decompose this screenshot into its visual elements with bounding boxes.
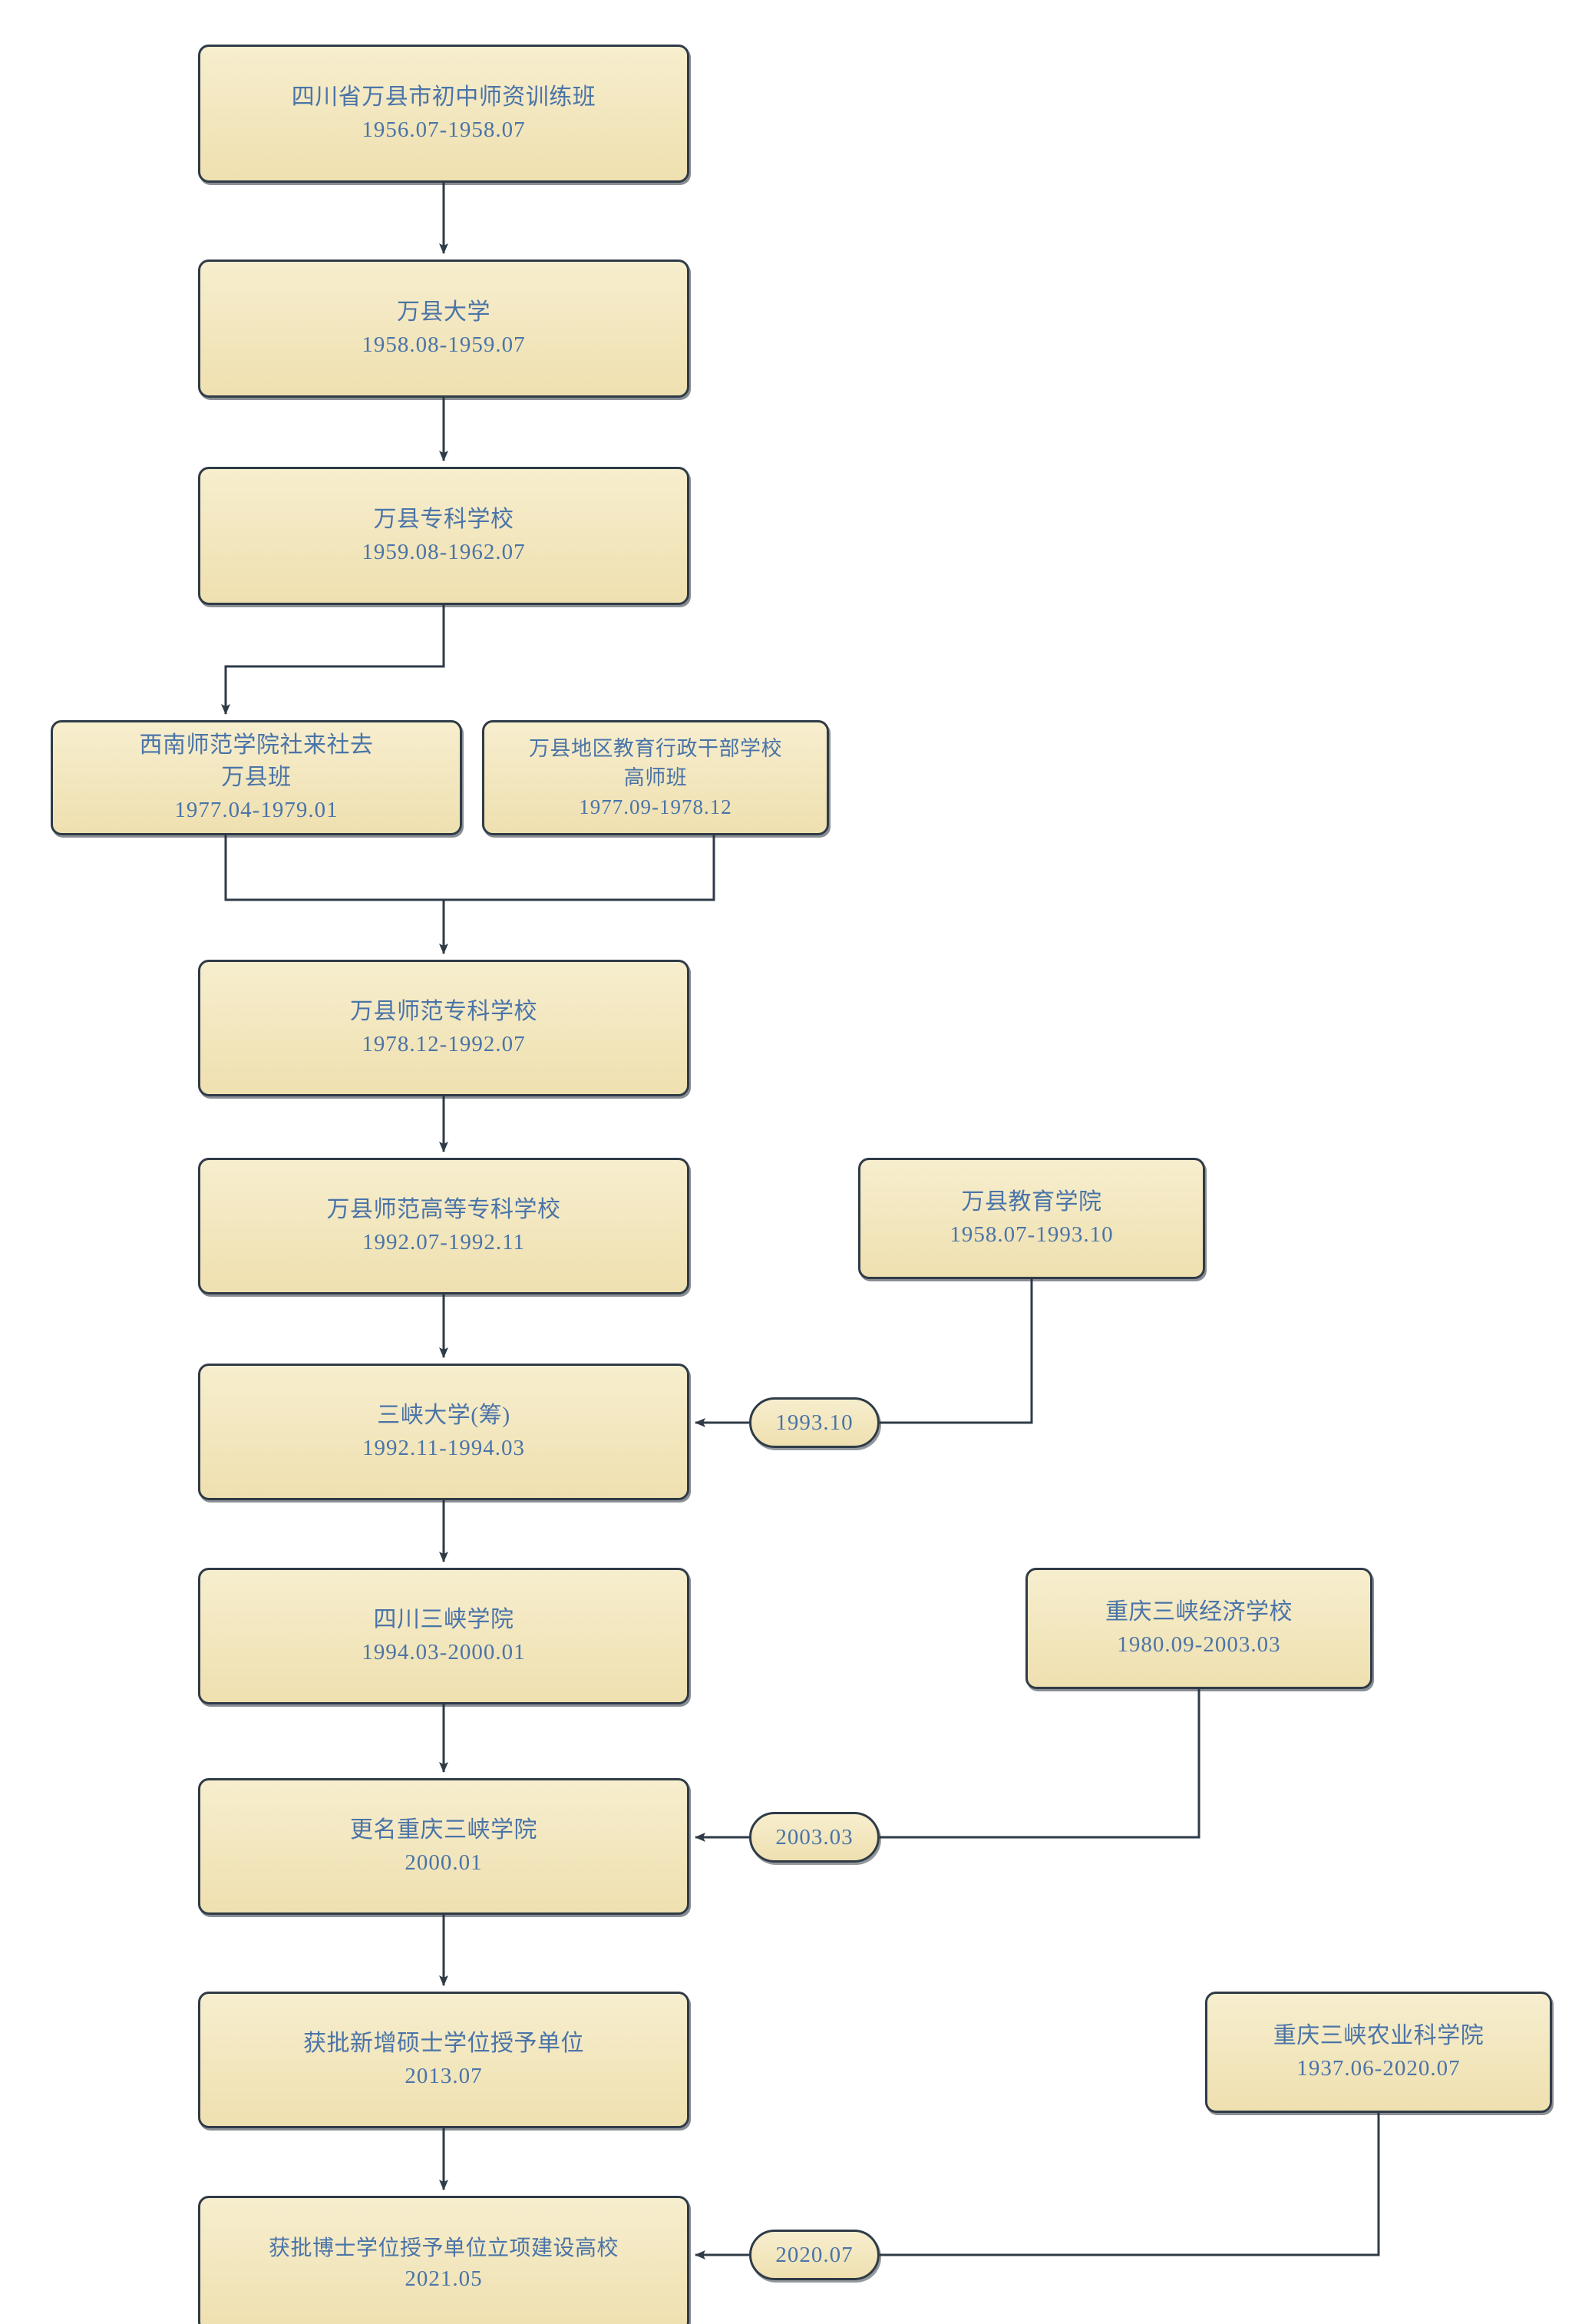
node-title: 更名重庆三峡学院: [350, 1817, 537, 1843]
node-date: 1977.04-1979.01: [174, 798, 339, 822]
edge-n4-merge: [224, 835, 444, 901]
node-date: 2021.05: [405, 2266, 483, 2292]
node-sichuan-three-gorges-institute[interactable]: 四川三峡学院 1994.03-2000.01: [198, 1568, 689, 1704]
node-wanxian-university[interactable]: 万县大学 1958.08-1959.07: [198, 260, 689, 398]
node-title: 四川省万县市初中师资训练班: [291, 84, 596, 111]
node-date: 1956.07-1958.07: [362, 117, 526, 142]
node-title: 万县大学: [397, 299, 490, 326]
node-title-line2: 高师班: [623, 765, 688, 789]
node-chongqing-three-gorges-agricultural-academy[interactable]: 重庆三峡农业科学院 1937.06-2020.07: [1205, 1992, 1552, 2113]
node-title: 三峡大学(筹): [377, 1403, 510, 1429]
node-doctoral-degree-construction-university[interactable]: 获批博士学位授予单位立项建设高校 2021.05: [198, 2196, 689, 2324]
edge-label-2003-03[interactable]: 2003.03: [749, 1812, 880, 1863]
edge-n14-n15: [880, 2113, 1380, 2256]
node-date: 1992.11-1994.03: [362, 1435, 526, 1460]
node-date: 1980.09-2003.03: [1117, 1631, 1281, 1657]
node-title: 万县教育学院: [961, 1189, 1102, 1215]
node-date: 1992.07-1992.11: [362, 1229, 526, 1255]
node-date: 1958.08-1959.07: [362, 332, 526, 357]
node-renamed-chongqing-three-gorges-university[interactable]: 更名重庆三峡学院 2000.01: [198, 1778, 689, 1915]
node-wanxian-normal-specialized-college[interactable]: 万县师范专科学校 1978.12-1992.07: [198, 960, 689, 1096]
edge-n5-merge: [444, 835, 715, 901]
edge-n11-n12: [880, 1689, 1200, 1839]
node-title: 万县专科学校: [373, 507, 514, 533]
node-date: 1977.09-1978.12: [579, 795, 732, 819]
node-sichuan-wanxian-training-class[interactable]: 四川省万县市初中师资训练班 1956.07-1958.07: [198, 45, 689, 183]
node-date: 2013.07: [405, 2063, 483, 2088]
node-title: 重庆三峡农业科学院: [1273, 2023, 1484, 2049]
edge-n8-n9: [880, 1279, 1033, 1424]
node-date: 1958.07-1993.10: [949, 1222, 1114, 1247]
node-title: 万县师范高等专科学校: [326, 1197, 561, 1223]
node-wanxian-normal-higher-specialized-college[interactable]: 万县师范高等专科学校 1992.07-1992.11: [198, 1158, 689, 1294]
node-date: 1959.08-1962.07: [362, 539, 526, 564]
node-title-line2: 万县班: [221, 765, 292, 791]
node-title: 获批新增硕士学位授予单位: [303, 2031, 584, 2057]
node-wanxian-education-cadre-school[interactable]: 万县地区教育行政干部学校 高师班 1977.09-1978.12: [482, 720, 829, 835]
edge-label-2020-07[interactable]: 2020.07: [749, 2230, 880, 2280]
node-chongqing-three-gorges-economic-school[interactable]: 重庆三峡经济学校 1980.09-2003.03: [1025, 1568, 1372, 1689]
node-wanxian-education-institute[interactable]: 万县教育学院 1958.07-1993.10: [858, 1158, 1205, 1279]
node-wanxian-specialized-college[interactable]: 万县专科学校 1959.08-1962.07: [198, 467, 689, 605]
node-title: 获批博士学位授予单位立项建设高校: [268, 2236, 619, 2260]
node-masters-degree-authorization[interactable]: 获批新增硕士学位授予单位 2013.07: [198, 1992, 689, 2128]
node-date: 1937.06-2020.07: [1296, 2055, 1461, 2081]
node-three-gorges-university-preparatory[interactable]: 三峡大学(筹) 1992.11-1994.03: [198, 1364, 689, 1500]
node-southwest-normal-wanxian-class[interactable]: 西南师范学院社来社去 万县班 1977.04-1979.01: [51, 720, 462, 835]
node-title-line1: 万县地区教育行政干部学校: [529, 736, 782, 760]
node-date: 2000.01: [405, 1850, 483, 1875]
node-title: 重庆三峡经济学校: [1105, 1599, 1293, 1625]
node-title-line1: 西南师范学院社来社去: [139, 732, 374, 758]
node-title: 四川三峡学院: [373, 1607, 514, 1633]
node-title: 万县师范专科学校: [350, 999, 537, 1025]
edge-label-1993-10[interactable]: 1993.10: [749, 1397, 880, 1448]
edge-n3-n4: [221, 605, 445, 715]
node-date: 1978.12-1992.07: [362, 1031, 526, 1056]
node-date: 1994.03-2000.01: [362, 1639, 526, 1664]
